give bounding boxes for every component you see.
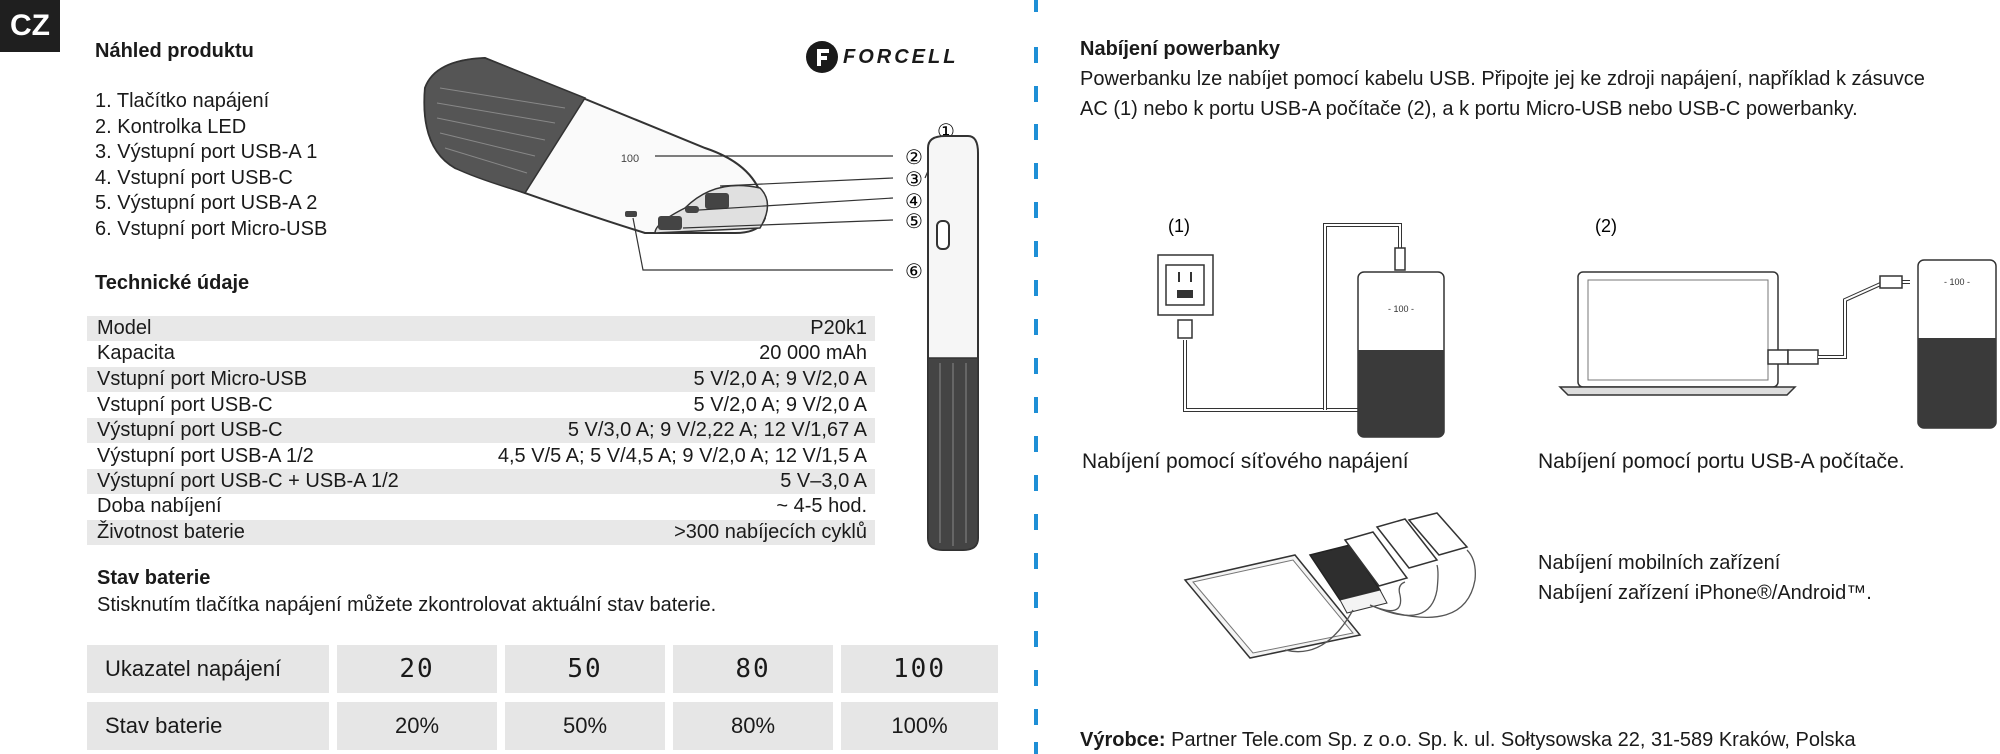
wall-charging-figure: (1) - 100 - [1157,216,1445,438]
manufacturer-text: Partner Tele.com Sp. z o.o. Sp. k. ul. S… [1165,729,1856,751]
manufacturer-label: Výrobce: [1080,729,1166,751]
fig1-label: (1) [1168,216,1190,236]
list-item: 2. Kontrolka LED [95,115,247,138]
table-row: Vstupní port Micro-USB 5 V/2,0 A; 9 V/2,0… [87,367,875,392]
spec-label: Doba nabíjení [97,495,222,517]
table-row: Výstupní port USB-C 5 V/3,0 A; 9 V/2,22 A… [87,418,875,443]
device-charging-figure [1183,512,1476,659]
powerbank-illustration: 100 ② ③ ④ ⑤ ⑥ ① [423,56,979,551]
table-row: Doba nabíjení ~ 4-5 hod. [87,494,875,519]
usb-a-port-icon [705,193,729,209]
spec-label: Vstupní port USB-C [97,394,273,416]
charging-desc-line2: AC (1) nebo k portu USB-A počítače (2), … [1080,98,1858,120]
charging-title: Nabíjení powerbanky [1080,38,1281,60]
indicator-cell: 20 [337,645,497,693]
spec-label: Kapacita [97,342,175,364]
micro-usb-port-icon [625,211,637,217]
table-row: Výstupní port USB-C + USB-A 1/2 5 V–3,0 A [87,469,875,494]
battery-desc: Stisknutím tlačítka napájení můžete zkon… [97,594,717,616]
forcell-logo-icon [806,41,838,73]
fig1-caption: Nabíjení pomocí síťového napájení [1082,450,1409,473]
spec-value: >300 nabíjecích cyklů [674,521,867,543]
state-cell: 50% [505,702,665,750]
svg-text:- 100 -: - 100 - [1388,304,1414,314]
list-item: 1. Tlačítko napájení [95,90,270,112]
callout-2: ② [905,147,923,169]
usb-c-port-icon [685,206,699,213]
table-row: Kapacita 20 000 mAh [87,341,875,366]
state-cell: 80% [673,702,833,750]
indicator-cell: 80 [673,645,833,693]
battery-title: Stav baterie [97,567,211,589]
device-charging-text: Nabíjení mobilních zařízení Nabíjení zař… [1538,548,1872,608]
language-tag: CZ [0,0,60,52]
state-label: Stav baterie [87,702,329,750]
list-item: 5. Výstupní port USB-A 2 [95,192,318,215]
spec-value: 5 V/3,0 A; 9 V/2,22 A; 12 V/1,67 A [567,419,867,441]
table-row: Vstupní port USB-C 5 V/2,0 A; 9 V/2,0 A [87,393,875,418]
indicator-label: Ukazatel napájení [87,645,329,693]
spec-label: Životnost baterie [97,521,245,543]
indicator-cell: 100 [841,645,998,693]
spec-value: 5 V/2,0 A; 9 V/2,0 A [693,394,867,416]
charging-desc-line1: Powerbanku lze nabíjet pomocí kabelu USB… [1080,68,1925,90]
spec-label: Model [97,317,152,339]
spec-value: 5 V–3,0 A [780,470,867,492]
manufacturer-info: Výrobce: Partner Tele.com Sp. z o.o. Sp.… [1080,729,1856,752]
callout-3: ③ [905,169,923,191]
usb-a-port-2-icon [658,216,682,230]
spec-value: P20k1 [810,317,867,339]
laptop-charging-figure: (2) - 100 - [1558,216,1997,429]
state-cell: 100% [841,702,998,750]
fig2-caption: Nabíjení pomocí portu USB-A počítače. [1538,450,1905,473]
list-item: 6. Vstupní port Micro-USB [95,217,328,240]
device-line1: Nabíjení mobilních zařízení [1538,552,1781,574]
phone-icon-3 [1407,512,1469,556]
preview-title: Náhled produktu [95,40,254,62]
svg-text:- 100 -: - 100 - [1944,277,1970,287]
indicator-cell: 50 [505,645,665,693]
list-item: 3. Výstupní port USB-A 1 [95,141,318,164]
usb-a-plug-icon [1767,349,1789,365]
spec-label: Výstupní port USB-C + USB-A 1/2 [97,470,399,492]
spec-value: 20 000 mAh [759,342,867,364]
phone-icon-1 [1343,531,1409,587]
state-cell: 20% [337,702,497,750]
device-line2: Nabíjení zařízení iPhone®/Android™. [1538,582,1872,604]
fig2-label: (2) [1595,216,1617,236]
usb-plug-icon [1177,319,1193,339]
brand-name: FORCELL [843,45,959,68]
callout-6: ⑥ [905,261,923,283]
spec-value: ~ 4-5 hod. [776,495,867,517]
spec-value: 4,5 V/5 A; 5 V/4,5 A; 9 V/2,0 A; 12 V/1,… [497,445,867,467]
spec-value: 5 V/2,0 A; 9 V/2,0 A [693,368,867,390]
specs-title: Technické údaje [95,272,250,294]
spec-label: Výstupní port USB-C [97,419,283,441]
power-button-icon [936,220,950,250]
list-item: 4. Vstupní port USB-C [95,166,293,189]
table-row: Životnost baterie >300 nabíjecích cyklů [87,520,875,545]
led-display-text: 100 [621,153,639,165]
spec-label: Vstupní port Micro-USB [97,368,308,390]
callout-4: ④ [905,191,923,213]
table-row: Model P20k1 [87,316,875,341]
spec-label: Výstupní port USB-A 1/2 [97,445,314,467]
preview-list: 1. Tlačítko napájení 2. Kontrolka LED 3.… [95,89,327,243]
phone-icon-2 [1375,518,1439,569]
charging-desc: Powerbanku lze nabíjet pomocí kabelu USB… [1080,64,1925,124]
callout-5: ⑤ [905,211,923,233]
forcell-logo: FORCELL [805,40,958,74]
table-row: Výstupní port USB-A 1/2 4,5 V/5 A; 5 V/4,… [87,444,875,469]
